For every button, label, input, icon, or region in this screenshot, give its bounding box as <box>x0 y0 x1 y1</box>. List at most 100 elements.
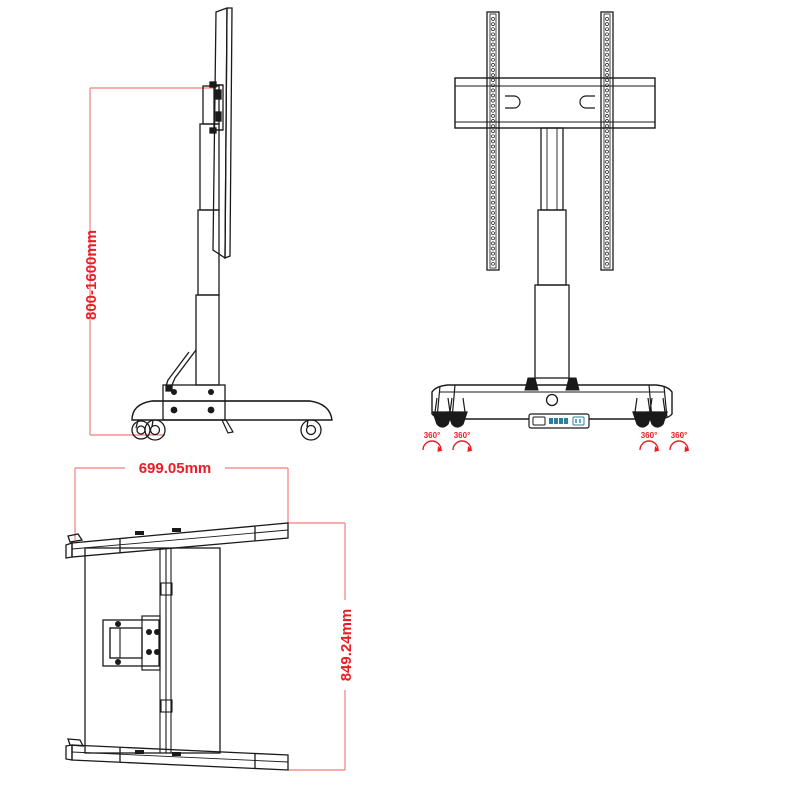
base-center-hole <box>545 393 559 407</box>
vesa-rail-hole <box>605 139 609 144</box>
base-leg-lower <box>65 738 289 771</box>
tilt-mount-bracket <box>209 81 224 134</box>
vesa-rail-hole <box>605 175 609 179</box>
vesa-rail-hole <box>605 27 609 32</box>
column-plan-body <box>84 547 221 754</box>
panel-button[interactable] <box>554 418 558 424</box>
vesa-rail-hole <box>605 210 609 215</box>
vesa-rail-hole <box>491 221 495 225</box>
vesa-rail-hole <box>491 226 495 230</box>
vesa-rail-hole <box>605 78 609 83</box>
base-beam-outline <box>131 400 333 421</box>
caster-arrow-head <box>467 446 473 452</box>
vesa-vertical-rails <box>486 11 614 271</box>
column-foot-right <box>565 377 580 391</box>
crossbar-slot-left <box>505 95 521 109</box>
vesa-rail-hole <box>605 134 609 139</box>
vesa-rail-hole <box>605 261 609 266</box>
vesa-rail-hole <box>605 108 609 113</box>
dimension-height-range: 800-1600mm <box>83 87 215 436</box>
vesa-rail-hole <box>605 246 609 251</box>
vesa-rail-hole <box>491 216 495 220</box>
vesa-rail-hole <box>605 180 609 185</box>
vesa-rail-hole <box>605 195 609 200</box>
vesa-rail-hole <box>605 149 609 154</box>
vesa-rail-hole <box>491 154 495 159</box>
panel-button[interactable] <box>559 418 563 424</box>
bolt-hole <box>154 649 160 655</box>
vesa-rail-hole <box>491 159 495 164</box>
caster-rotation-arrow <box>422 440 442 451</box>
column-foot-left <box>524 377 539 391</box>
caster-rotation-arrow <box>639 440 659 451</box>
control-panel[interactable] <box>528 413 590 429</box>
caster-wheels-front <box>432 397 668 428</box>
side-elevation-view: 800-1600mm <box>83 7 333 441</box>
vesa-rail-hole <box>605 63 609 67</box>
vesa-mounting-plate-plan <box>102 615 161 671</box>
vesa-rail-hole <box>491 139 495 144</box>
vesa-rail-hole <box>605 93 609 98</box>
control-panel-display-window <box>532 416 546 426</box>
vesa-rail-hole <box>605 57 609 62</box>
caster-360-label: 360° <box>671 431 688 440</box>
vesa-plate-bracket <box>141 615 161 671</box>
vesa-rail-hole <box>491 108 495 113</box>
vesa-rail-hole <box>605 165 609 169</box>
vesa-rail-hole <box>491 231 495 236</box>
vesa-rail-hole <box>605 185 609 190</box>
vesa-rail-hole <box>605 124 609 128</box>
vesa-rail-hole <box>605 88 609 93</box>
vesa-rail-hole <box>491 78 495 83</box>
column-foot-plates <box>524 377 580 391</box>
dimension-base-depth: 699.05mm <box>74 460 289 540</box>
vesa-rail-hole <box>491 190 495 195</box>
vesa-rail-hole <box>491 22 495 26</box>
vesa-rail-hole <box>491 63 495 67</box>
vesa-rail-hole <box>491 195 495 200</box>
vesa-rail-hole <box>491 241 495 246</box>
vesa-horizontal-crossbar <box>454 77 656 129</box>
caster-360-label: 360° <box>454 431 471 440</box>
vesa-rail-hole <box>491 170 495 174</box>
vesa-rail-hole <box>491 165 495 169</box>
vesa-rail-hole <box>491 236 495 241</box>
vesa-rail-hole <box>491 185 495 190</box>
vesa-rail-hole <box>491 98 495 103</box>
vesa-rail-hole <box>605 42 609 47</box>
vesa-rail-hole <box>491 256 495 261</box>
vesa-rail-hole <box>491 144 495 149</box>
vesa-rail-hole <box>491 73 495 77</box>
base-leg-upper <box>65 522 289 559</box>
control-panel-indicator <box>572 416 585 426</box>
vesa-rail-hole <box>605 47 609 52</box>
dimension-label-depth: 699.05mm <box>139 460 212 477</box>
vesa-rail-hole <box>605 144 609 149</box>
vesa-rail-hole <box>605 98 609 103</box>
telescoping-column-front <box>534 127 570 379</box>
vesa-rail-right-channel <box>603 13 611 269</box>
vesa-rail-hole <box>491 251 495 256</box>
vesa-rail-hole <box>491 180 495 185</box>
control-panel-button-group[interactable] <box>549 418 568 424</box>
panel-button[interactable] <box>549 418 553 424</box>
vesa-rail-hole <box>605 103 609 108</box>
vesa-rail-hole <box>605 154 609 159</box>
vesa-rail-right <box>600 11 614 271</box>
panel-button[interactable] <box>564 418 568 424</box>
vesa-rail-hole <box>491 134 495 139</box>
bolt-hole <box>154 629 160 635</box>
vesa-rail-hole <box>491 93 495 98</box>
crossbar-slot-right <box>579 95 595 109</box>
vesa-rail-hole <box>491 83 495 88</box>
vesa-rail-hole <box>491 124 495 128</box>
vesa-plate-slot <box>109 627 121 659</box>
brake-pedal <box>221 419 234 434</box>
bolt-hole <box>115 621 121 627</box>
vesa-rail-hole <box>605 241 609 246</box>
vesa-rail-hole <box>491 52 495 57</box>
vesa-rail-hole <box>605 83 609 88</box>
vesa-rail-hole <box>605 200 609 205</box>
vesa-rail-hole <box>491 114 495 118</box>
